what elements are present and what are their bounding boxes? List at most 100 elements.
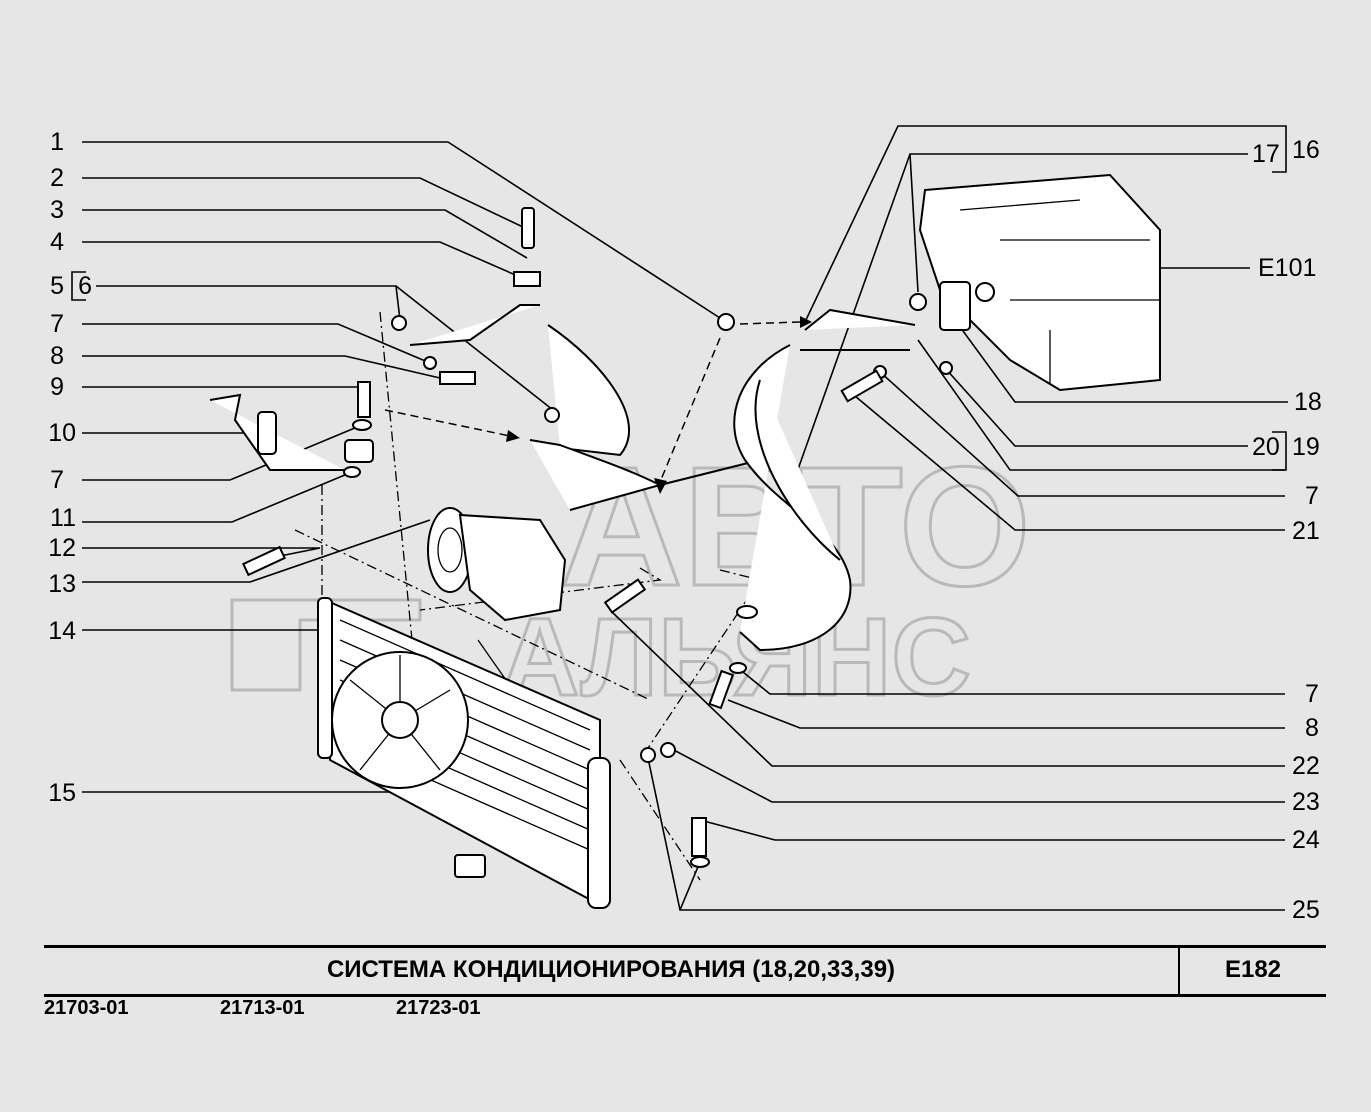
callout-8b: 8 xyxy=(1305,714,1319,742)
leader-7b xyxy=(82,424,363,481)
assembly-line-c xyxy=(294,529,651,701)
o-ring-17b xyxy=(736,605,758,619)
fan-connector xyxy=(454,854,486,878)
leader-17b xyxy=(909,153,919,293)
washer-11 xyxy=(343,466,361,478)
bracket-5-6 xyxy=(71,271,86,301)
model-number: 21703-01 xyxy=(44,997,129,1019)
bracket-flange xyxy=(344,439,374,463)
arrow-head-3 xyxy=(506,430,520,442)
o-ring-20 xyxy=(939,361,953,375)
evaporator-module-E101 xyxy=(918,173,1161,392)
washer-25a xyxy=(640,747,656,763)
arrow-bracket-to-fitting xyxy=(384,409,511,437)
heater-module-housing xyxy=(918,173,1161,392)
leader-16 xyxy=(804,125,1272,323)
callout-22: 22 xyxy=(1292,752,1320,780)
leader-7a xyxy=(82,323,431,364)
bracket-20-19 xyxy=(1272,431,1287,471)
callout-11: 11 xyxy=(50,504,76,532)
callout-12: 12 xyxy=(48,534,76,562)
callout-6: 6 xyxy=(78,272,92,300)
leader-8b xyxy=(727,699,1285,729)
callout-9: 9 xyxy=(50,373,64,401)
condenser-tank xyxy=(317,597,333,759)
callout-18: 18 xyxy=(1294,388,1322,416)
callout-3: 3 xyxy=(50,196,64,224)
watermark-line-2: АЛЬЯНС xyxy=(500,596,971,719)
leader-2 xyxy=(82,177,526,229)
callout-5: 5 xyxy=(50,272,64,300)
bracket-17-16 xyxy=(1272,125,1287,173)
hose-suction-lower xyxy=(529,439,663,511)
callout-10: 10 xyxy=(48,419,76,447)
expansion-valve-18 xyxy=(939,281,971,331)
pipe-link xyxy=(659,459,761,486)
callout-24: 24 xyxy=(1292,826,1320,854)
washer-7d xyxy=(729,662,747,674)
pipe-condenser-inlet xyxy=(209,393,345,471)
callout-16: 16 xyxy=(1292,136,1320,164)
model-number: 21723-01 xyxy=(396,997,481,1019)
nut-clip-4 xyxy=(513,271,541,287)
hose-discharge xyxy=(547,324,631,457)
bolt-22 xyxy=(603,578,647,614)
assembly-line-f xyxy=(619,759,701,881)
washer-25b xyxy=(690,856,710,868)
callout-21: 21 xyxy=(1292,517,1320,545)
leader-6b xyxy=(395,285,554,411)
leader-19 xyxy=(917,339,1285,471)
leader-23 xyxy=(669,747,1285,803)
leader-3 xyxy=(82,209,528,259)
callout-brackets xyxy=(71,125,1287,471)
leader-4 xyxy=(82,241,528,281)
hose-liquid-line xyxy=(754,379,841,561)
washer-7a xyxy=(423,356,437,370)
leader-13 xyxy=(82,519,431,583)
callout-20: 20 xyxy=(1252,433,1280,461)
leader-24 xyxy=(699,819,1285,841)
arrow-nut-to-pipe xyxy=(739,321,801,325)
leader-22 xyxy=(611,611,1285,767)
callout-25: 25 xyxy=(1292,896,1320,924)
callout-7d: 7 xyxy=(1305,680,1319,708)
leader-1 xyxy=(82,141,721,319)
callout-19: 19 xyxy=(1292,433,1320,461)
watermark-logo xyxy=(230,598,422,692)
fan-motor xyxy=(381,701,419,739)
leader-7c xyxy=(879,371,1285,497)
leader-21 xyxy=(854,395,1285,531)
callout-7b: 7 xyxy=(50,466,64,494)
arrow-head-2 xyxy=(654,478,667,494)
bolt-24 xyxy=(691,817,707,857)
bolt-8a xyxy=(439,371,476,385)
bolt-12 xyxy=(242,545,286,577)
fan-blades xyxy=(349,655,451,771)
callout-23: 23 xyxy=(1292,788,1320,816)
callout-2: 2 xyxy=(50,164,64,192)
compressor-13 xyxy=(427,507,567,622)
o-ring-17 xyxy=(909,293,927,311)
pipes-and-hoses xyxy=(209,304,916,761)
hardware xyxy=(242,207,953,868)
leader-25a xyxy=(647,757,1285,911)
leader-6a xyxy=(96,285,401,321)
title-divider xyxy=(1178,948,1180,994)
nut-1 xyxy=(717,313,735,331)
bolt-21 xyxy=(840,369,884,403)
washer-7b xyxy=(352,419,372,431)
title-block: СИСТЕМА КОНДИЦИОНИРОВАНИЯ (18,20,33,39) … xyxy=(44,945,1326,997)
condenser-fan-assembly-14-15 xyxy=(317,597,611,909)
compressor-clutch xyxy=(437,527,463,573)
pipe-high-pressure-upper xyxy=(409,304,540,346)
arrow-nut-to-sensor xyxy=(659,337,721,483)
callout-17: 17 xyxy=(1252,140,1280,168)
leader-lines-right xyxy=(611,125,1288,911)
nut-23 xyxy=(660,742,676,758)
screw-2 xyxy=(521,207,535,249)
leader-20 xyxy=(944,367,1248,447)
callout-1: 1 xyxy=(50,128,64,156)
leader-11 xyxy=(82,471,353,523)
compressor-body xyxy=(458,513,567,622)
